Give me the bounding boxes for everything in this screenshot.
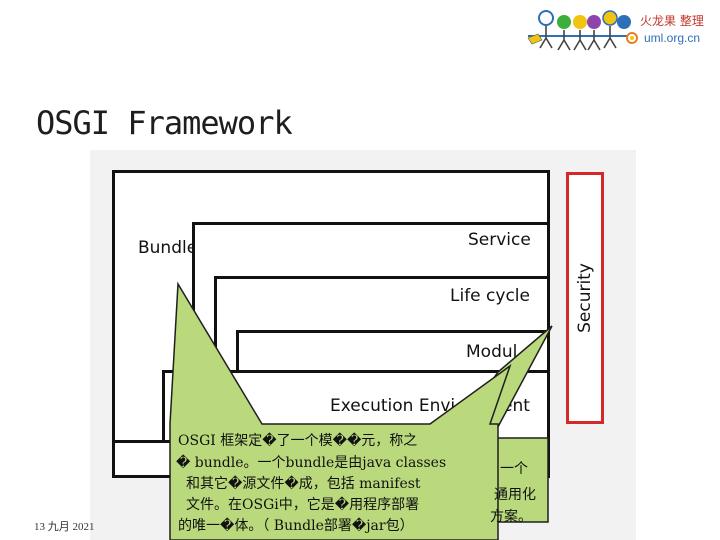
callout-front-shape — [169, 281, 512, 540]
service-label: Service — [468, 230, 531, 250]
callout-back-line1: 一个 — [500, 461, 528, 477]
callout-front-line3: 和其它�源文件�成，包括 manifest — [186, 476, 421, 492]
logo-url: uml.org.cn — [644, 31, 701, 45]
bundles-label: Bundles — [138, 238, 207, 258]
callout-back-line2: 通用化 — [494, 487, 536, 503]
slide-date: 13 九月 2021 — [34, 521, 95, 533]
callout-front-line5: 的唯一�体。（ Bundle部署�jar包） — [178, 518, 414, 534]
callout-front-line1: OSGI 框架定�了一个模��元，称之 — [178, 433, 418, 449]
logo-title: 火龙果 整理 — [640, 14, 704, 28]
callout-front-line2: � bundle。一个bundle是由java classes — [176, 455, 447, 471]
logo-people-icon — [527, 10, 638, 51]
lifecycle-label: Life cycle — [450, 286, 530, 306]
slide-title: OSGI Framework — [36, 104, 293, 142]
module-label: Modul — [466, 342, 518, 362]
security-layer: Security — [566, 172, 604, 424]
execution-environment-label: Execution Envi — [330, 396, 456, 416]
callout-front-line4: 文件。在OSGi中，它是�用程序部署 — [186, 497, 420, 513]
callout-back-line3: 方案。 — [490, 509, 532, 525]
